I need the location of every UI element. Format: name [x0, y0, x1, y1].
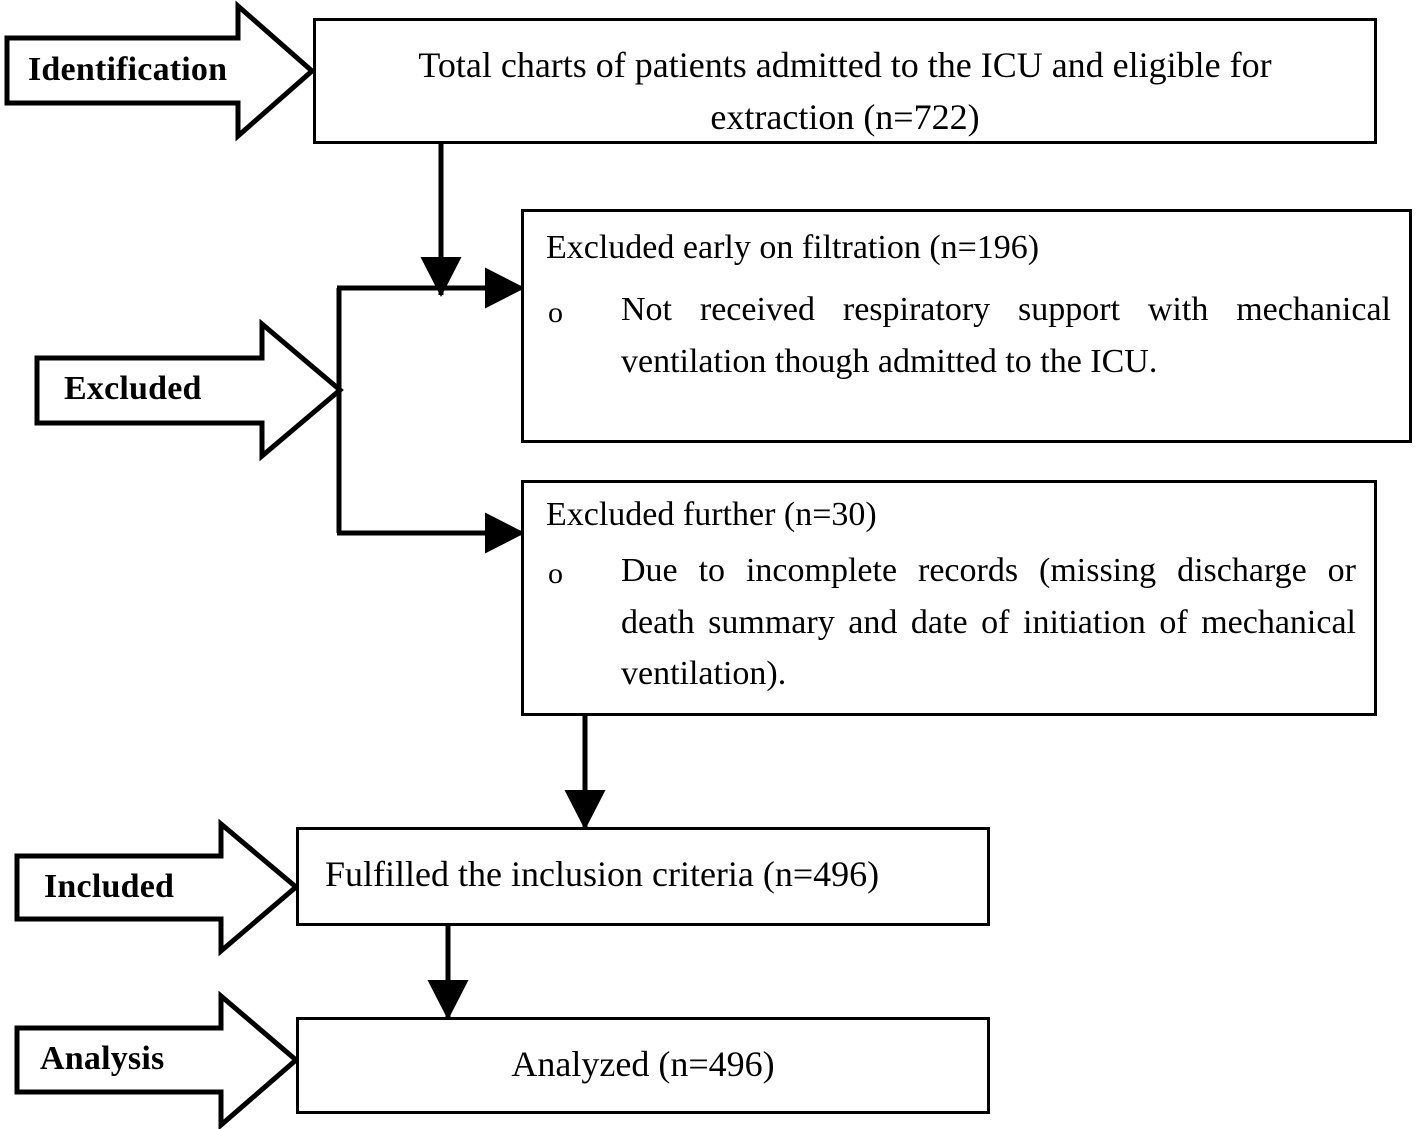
included-box: Fulfilled the inclusion criteria (n=496) — [296, 827, 990, 926]
excluded-further-bullet-text: Due to incomplete records (missing disch… — [621, 552, 1356, 693]
excluded-early-box: Excluded early on filtration (n=196) o N… — [521, 209, 1412, 443]
excluded-further-box: Excluded further (n=30) o Due to incompl… — [521, 480, 1377, 716]
excluded-further-heading: Excluded further (n=30) — [546, 496, 877, 533]
stage-label-analysis: Analysis — [40, 1040, 165, 1077]
arrow-shape-analysis — [14, 990, 300, 1129]
stage-label-identification: Identification — [28, 51, 228, 88]
stage-arrow-analysis — [14, 990, 300, 1129]
analysis-box-text: Analyzed (n=496) — [511, 1044, 775, 1084]
stage-label-included: Included — [44, 868, 175, 905]
stage-arrow-excluded — [34, 318, 344, 462]
arrow-shape-included — [14, 818, 300, 957]
included-box-text: Fulfilled the inclusion criteria (n=496) — [325, 854, 880, 894]
stage-arrow-included — [14, 818, 300, 957]
analysis-box: Analyzed (n=496) — [296, 1017, 990, 1114]
bullet-circle-icon: o — [548, 296, 563, 329]
excluded-early-heading: Excluded early on filtration (n=196) — [546, 229, 1040, 266]
stage-label-excluded: Excluded — [64, 370, 202, 407]
bullet-circle-icon: o — [548, 557, 563, 590]
stage-arrow-identification — [4, 0, 316, 142]
arrow-shape-identification — [4, 0, 316, 142]
excluded-early-bullet-text: Not received respiratory support with me… — [621, 291, 1391, 380]
arrow-shape-excluded — [34, 318, 344, 462]
identification-box-text: Total charts of patients admitted to the… — [418, 45, 1272, 138]
identification-box: Total charts of patients admitted to the… — [313, 18, 1377, 144]
